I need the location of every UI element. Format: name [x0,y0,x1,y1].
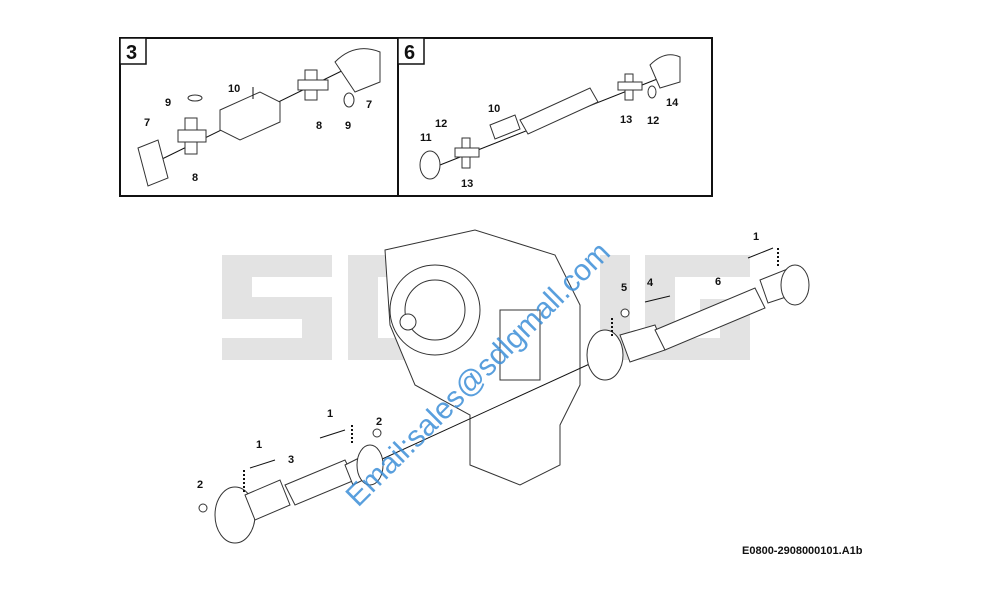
callout-2: 2 [376,416,382,428]
callout-9: 9 [165,97,171,109]
callout-12: 12 [435,118,447,130]
callout-1: 1 [327,408,333,420]
callout-7: 7 [144,117,150,129]
callout-1: 1 [753,231,759,243]
callout-10: 10 [228,83,240,95]
bolts [198,247,779,513]
drawing-code: E0800-2908000101.A1b [742,545,863,557]
callout-8: 8 [316,120,322,132]
inset-3: 3 10 9 7 8 9 7 8 [119,37,399,197]
drive-shaft-3 [214,444,384,544]
callout-2: 2 [197,479,203,491]
callout-4: 4 [647,277,654,289]
callout-6: 6 [715,276,721,288]
callout-8: 8 [192,172,198,184]
callout-3: 3 [288,454,294,466]
callout-1: 1 [256,439,262,451]
callout-10: 10 [488,103,500,115]
callout-5: 5 [621,282,627,294]
callout-13: 13 [620,114,632,126]
callout-9: 9 [345,120,351,132]
inset-3-number: 3 [126,42,137,64]
transmission-housing [384,229,581,486]
drive-shaft-6 [586,264,810,381]
callout-14: 14 [666,97,679,109]
callout-13: 13 [461,178,473,190]
callout-11: 11 [420,132,432,144]
callout-12: 12 [647,115,659,127]
callout-7: 7 [366,99,372,111]
inset-6-number: 6 [404,42,415,64]
inset-6: 6 10 12 14 13 12 11 13 [397,37,713,197]
